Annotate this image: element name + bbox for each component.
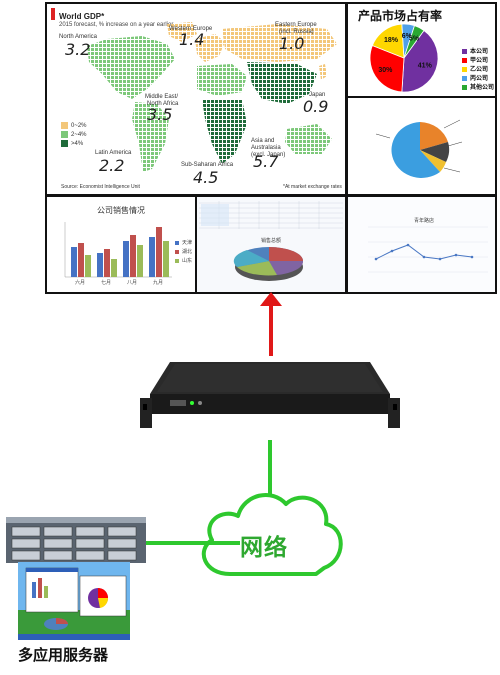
region-middle-east-sub: North Africa xyxy=(147,101,179,107)
multi-app-server-label: 多应用服务器 xyxy=(18,647,109,664)
region-eastern-europe-sub: (incl. Russia) xyxy=(279,29,314,35)
pie-slice-label-0: 41% xyxy=(418,62,433,69)
pie-legend-item-3: 丙公司 xyxy=(462,73,488,82)
region-japan-label: Japan xyxy=(309,92,326,98)
map-footnote: *At market exchange rates xyxy=(283,184,342,190)
line-chart-panel: 青年路店 xyxy=(348,197,495,292)
sales-bar-chart xyxy=(64,222,172,278)
region-asia-value: 5.7 xyxy=(253,152,279,171)
region-sub-saharan-africa-label: Sub-Saharan Africa xyxy=(181,162,234,168)
sales-category-2: 八月 xyxy=(127,280,138,286)
pie-slice-1 xyxy=(369,44,405,93)
world-gdp-map-panel: World GDP* 2015 forecast, % increase on … xyxy=(47,4,345,194)
sales-chart-title: 公司销售情况 xyxy=(97,206,145,215)
red-up-arrow xyxy=(260,292,282,356)
pie-legend-item-4: 其他公司 xyxy=(462,82,494,91)
pie-slice-label-3: 6% xyxy=(402,33,413,40)
map-title-bar xyxy=(51,8,55,20)
green-link-vertical xyxy=(268,440,272,498)
region-sub-saharan-africa-value: 4.5 xyxy=(193,168,219,187)
region-latin-america-label: Latin America xyxy=(95,150,132,156)
pie-legend-item-1: 甲公司 xyxy=(462,55,488,64)
map-title: World GDP* xyxy=(59,12,105,21)
green-link-horizontal xyxy=(140,541,240,545)
region-north-america-value: 3.2 xyxy=(65,40,91,59)
small-pie-panel xyxy=(348,98,495,194)
map-legend: 0~2% 2~4% >4% xyxy=(61,122,87,149)
map-source: Source: Economist Intelligence Unit xyxy=(61,184,140,190)
region-asia-sub: Australasia xyxy=(251,145,281,151)
market-share-title: 产品市场占有率 xyxy=(358,9,443,23)
region-western-europe-value: 1.4 xyxy=(179,30,205,49)
pie-slice-label-1: 30% xyxy=(378,67,393,74)
small-pie xyxy=(375,119,463,178)
sales-chart-panel: 公司销售情况 六月 七月 八月 九月 天津 湖北 山东 xyxy=(47,197,195,292)
storage-server-icon xyxy=(6,517,146,563)
region-eastern-europe-value: 1.0 xyxy=(279,34,305,53)
sales-category-1: 七月 xyxy=(101,280,112,286)
desktop-screenshot-thumbnail xyxy=(18,562,130,640)
market-share-panel: 产品市场占有率 41% 30% 18%6%5% 本公司甲公司乙公司丙公司其他公司 xyxy=(348,4,495,96)
sales-category-3: 九月 xyxy=(153,280,164,286)
map-subtitle: 2015 forecast, % increase on a year earl… xyxy=(59,22,174,28)
region-middle-east-value: 3.5 xyxy=(147,105,173,124)
pie-slice-label-2: 18% xyxy=(384,37,399,44)
line-chart-title: 青年路店 xyxy=(414,218,435,224)
spreadsheet-grid xyxy=(199,201,343,281)
pie-legend-item-2: 乙公司 xyxy=(462,64,488,73)
region-japan-value: 0.9 xyxy=(303,97,329,116)
region-north-america-label: North America xyxy=(59,34,98,40)
sales-category-0: 六月 xyxy=(75,280,86,286)
pie-slice-label-4: 5% xyxy=(409,35,420,42)
market-share-pie: 41% 30% 18%6%5% xyxy=(369,23,439,93)
region-middle-east-label: Middle East/ xyxy=(145,94,179,100)
pie-slice-0 xyxy=(401,29,439,93)
region-eastern-europe-label: Eastern Europe xyxy=(275,22,317,28)
desktop-screenshot-image xyxy=(18,562,130,640)
spreadsheet-panel: 销售总额 xyxy=(197,197,345,292)
region-asia-sub2: (excl. Japan) xyxy=(251,152,286,158)
line-chart xyxy=(368,226,488,273)
region-latin-america-value: 2.2 xyxy=(99,156,125,175)
pie-legend-item-0: 本公司 xyxy=(462,46,488,55)
network-label: 网络 xyxy=(240,534,288,560)
spreadsheet-pie-title: 销售总额 xyxy=(261,238,282,244)
pie-slice-4 xyxy=(403,25,425,59)
region-western-europe-label: Western Europe xyxy=(169,26,213,32)
video-wall: World GDP* 2015 forecast, % increase on … xyxy=(45,2,497,294)
region-asia-label: Asia and xyxy=(251,138,275,144)
world-map xyxy=(87,22,337,172)
sales-legend: 天津 湖北 山东 xyxy=(175,239,192,266)
rack-server xyxy=(140,362,400,428)
